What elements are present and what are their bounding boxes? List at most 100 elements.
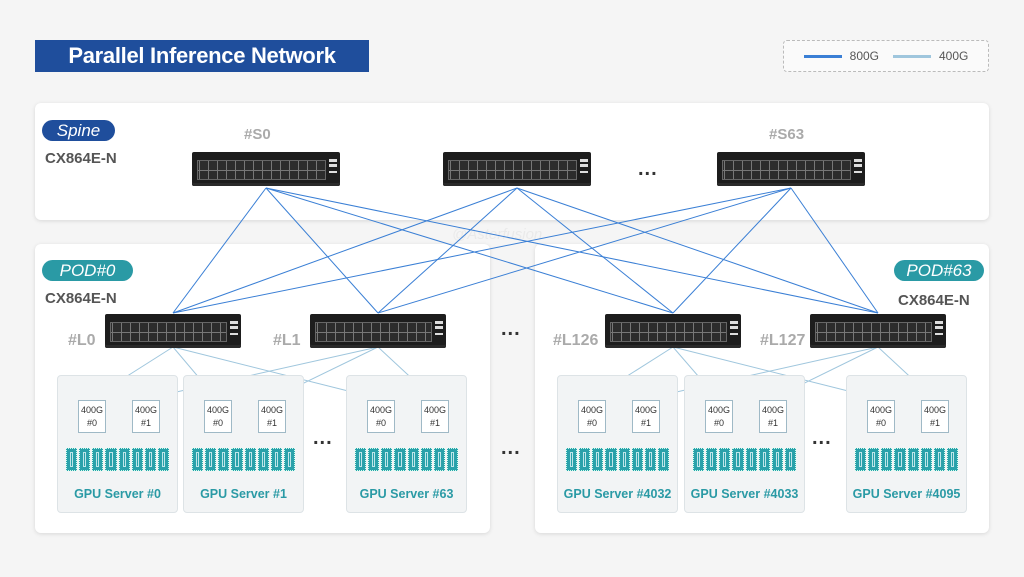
gpu-server-name: GPU Server #4033 xyxy=(690,487,799,501)
nic-port: 400G#0 xyxy=(367,400,395,433)
spine-switch xyxy=(717,152,865,186)
gpu-server-name: GPU Server #4032 xyxy=(563,487,672,501)
gpu-array xyxy=(566,448,669,471)
gpu-icon xyxy=(257,448,269,471)
gpu-icon xyxy=(231,448,243,471)
gpu-icon xyxy=(745,448,757,471)
spine-switch xyxy=(192,152,340,186)
gpu-icon xyxy=(579,448,591,471)
nic-id: #0 xyxy=(875,418,886,428)
nic-id: #0 xyxy=(212,418,223,428)
nic-speed: 400G xyxy=(580,405,604,415)
nic-speed: 400G xyxy=(923,405,947,415)
switch-ports-icon xyxy=(315,322,432,342)
gpu-icon xyxy=(631,448,643,471)
legend: 800G 400G xyxy=(783,40,989,72)
gpu-icon xyxy=(644,448,656,471)
legend-item-800g: 800G xyxy=(803,49,879,63)
nic-speed: 400G xyxy=(260,405,284,415)
gpu-icon xyxy=(855,448,867,471)
gpu-icon xyxy=(420,448,432,471)
gpu-icon xyxy=(719,448,731,471)
leaf-switch xyxy=(105,314,241,348)
nic-speed: 400G xyxy=(707,405,731,415)
leaf-switch-label: #L126 xyxy=(553,332,599,349)
nic-port: 400G #1 xyxy=(421,400,449,433)
gpu-icon xyxy=(218,448,230,471)
spine-leaf-link xyxy=(265,187,379,314)
nic-port: 400G#1 xyxy=(132,400,160,433)
gpu-icon xyxy=(605,448,617,471)
nic-id: #1 xyxy=(767,418,778,428)
switch-ports-icon xyxy=(815,322,932,342)
gpu-array xyxy=(355,448,458,471)
gpu-icon xyxy=(144,448,156,471)
gpu-icon xyxy=(244,448,256,471)
ellipsis: ... xyxy=(313,427,333,449)
nic-port: 400G #0 xyxy=(578,400,606,433)
gpu-icon xyxy=(881,448,893,471)
gpu-array xyxy=(855,448,958,471)
spine-leaf-link xyxy=(790,187,879,314)
nic-speed: 400G xyxy=(634,405,658,415)
gpu-icon xyxy=(355,448,367,471)
nic-speed: 400G xyxy=(761,405,785,415)
pod-tag-0: POD#0 xyxy=(42,260,133,281)
nic-id: #0 xyxy=(375,418,386,428)
gpu-icon xyxy=(105,448,117,471)
nic-speed: 400G xyxy=(869,405,893,415)
switch-ports-icon xyxy=(610,322,727,342)
page-title: Parallel Inference Network xyxy=(35,40,369,72)
nic-port: 400G #1 xyxy=(759,400,787,433)
gpu-icon xyxy=(283,448,295,471)
switch-logo-icon xyxy=(854,159,862,177)
gpu-icon xyxy=(433,448,445,471)
gpu-icon xyxy=(566,448,578,471)
spine-leaf-link xyxy=(672,187,792,314)
nic-port: 400G#1 xyxy=(921,400,949,433)
gpu-icon xyxy=(192,448,204,471)
leaf-server-link xyxy=(672,346,881,400)
spine-model: CX864E-N xyxy=(45,150,117,167)
ellipsis: ... xyxy=(501,437,521,459)
switch-logo-icon xyxy=(730,321,738,339)
nic-port: 400G #0 xyxy=(867,400,895,433)
switch-ports-icon xyxy=(110,322,227,342)
nic-id: #1 xyxy=(640,418,651,428)
switch-ports-icon xyxy=(197,160,326,180)
switch-ports-icon xyxy=(722,160,851,180)
nic-port: 400G#1 xyxy=(258,400,286,433)
pod-tag-63: POD#63 xyxy=(894,260,984,281)
legend-label: 400G xyxy=(939,49,969,63)
gpu-icon xyxy=(131,448,143,471)
gpu-icon xyxy=(368,448,380,471)
gpu-icon xyxy=(407,448,419,471)
nic-id: #1 xyxy=(429,418,440,428)
leaf-switch xyxy=(605,314,741,348)
gpu-array xyxy=(192,448,295,471)
nic-speed: 400G xyxy=(423,405,447,415)
gpu-icon xyxy=(657,448,669,471)
nic-speed: 400G xyxy=(206,405,230,415)
spine-leaf-link xyxy=(516,187,879,314)
leaf-server-link xyxy=(644,346,879,400)
ellipsis: ... xyxy=(812,427,832,449)
legend-item-400g: 400G xyxy=(893,49,968,63)
switch-logo-icon xyxy=(935,321,943,339)
spine-tag: Spine xyxy=(42,120,115,141)
spine-switch xyxy=(443,152,591,186)
pod-model-0: CX864E-N xyxy=(45,290,117,307)
gpu-server-name: GPU Server #63 xyxy=(359,487,454,501)
gpu-icon xyxy=(920,448,932,471)
gpu-icon xyxy=(79,448,91,471)
gpu-server-name: GPU Server #1 xyxy=(200,487,287,501)
switch-logo-icon xyxy=(435,321,443,339)
gpu-icon xyxy=(205,448,217,471)
leaf-server-link xyxy=(172,346,381,400)
spine-leaf-link xyxy=(172,187,792,314)
leaf-switch-label: #L0 xyxy=(68,332,96,349)
nic-id: #0 xyxy=(586,418,597,428)
switch-logo-icon xyxy=(230,321,238,339)
